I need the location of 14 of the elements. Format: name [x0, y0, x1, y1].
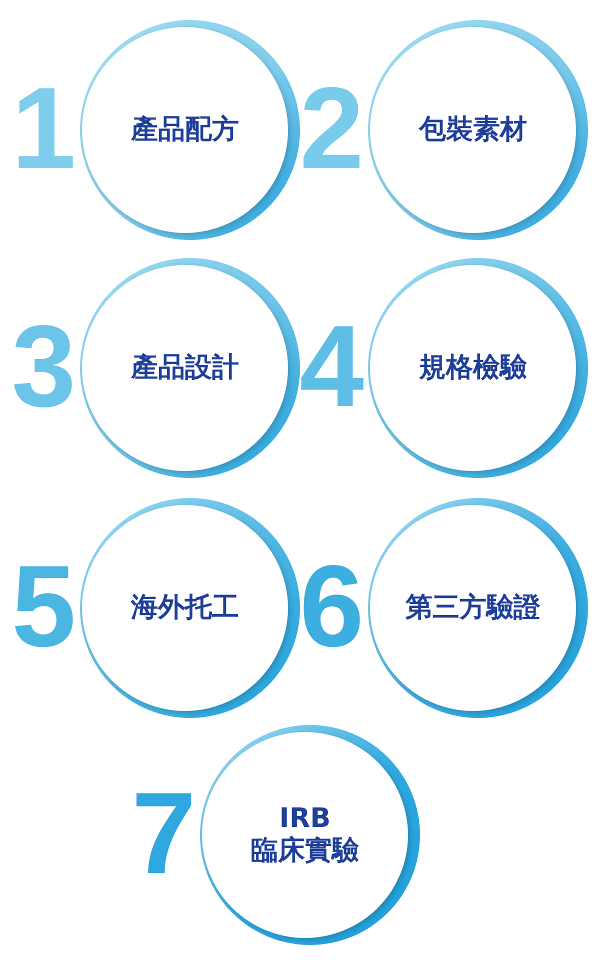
step-label: 產品設計 — [131, 352, 239, 384]
step-number: 7 — [130, 775, 196, 891]
step-label: 規格檢驗 — [419, 352, 527, 384]
step-label: 包裝素材 — [419, 114, 527, 146]
step-number: 4 — [298, 308, 364, 424]
step-number: 3 — [10, 308, 76, 424]
step-number: 2 — [298, 70, 364, 186]
step-label: 海外托工 — [131, 592, 239, 624]
step-number: 1 — [10, 70, 76, 186]
step-label: IRB 臨床實驗 — [250, 802, 360, 868]
step-label: 產品配方 — [131, 114, 239, 146]
step-number: 6 — [298, 548, 364, 664]
step-number: 5 — [10, 548, 76, 664]
step-label: 第三方驗證 — [406, 592, 540, 624]
